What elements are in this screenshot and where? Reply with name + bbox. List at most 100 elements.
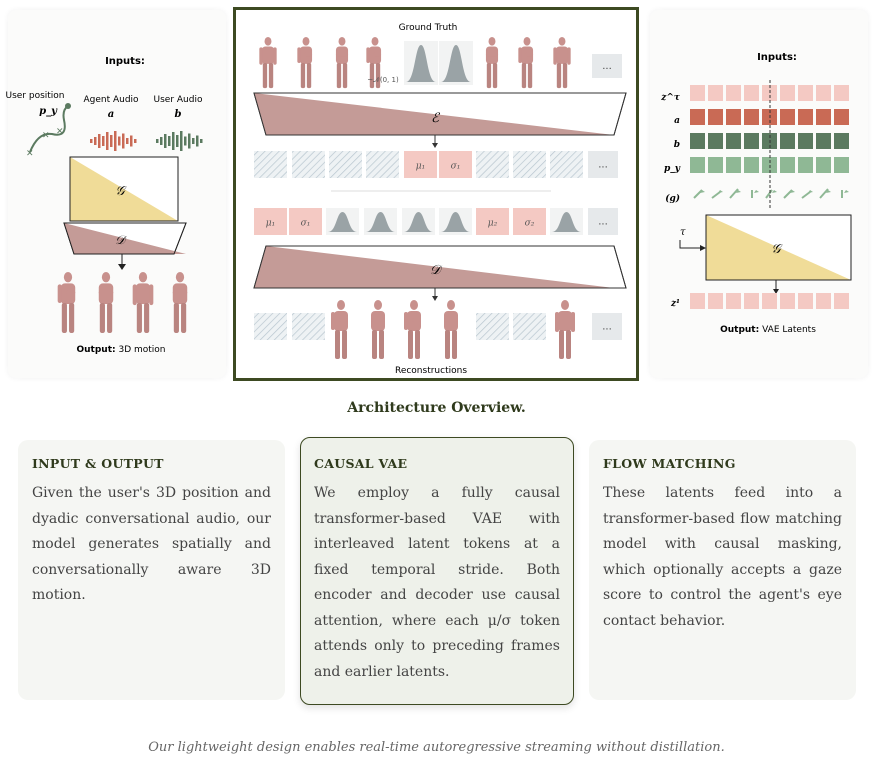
user-position-label: User position	[5, 91, 64, 101]
ellipsis-token: ...	[588, 151, 618, 178]
flow-matching-block: 𝒢	[705, 214, 852, 281]
causal-vae-card: CAUSAL VAE We employ a fully causal tran…	[300, 437, 574, 705]
ellipsis-token: ...	[588, 208, 618, 235]
svg-text:...: ...	[598, 160, 608, 171]
flow-symbol: 𝒢	[771, 242, 783, 257]
output-arrowhead	[773, 289, 779, 294]
gaussian-token	[402, 208, 435, 235]
decoder-arrowhead	[432, 296, 438, 301]
human-figure	[371, 300, 385, 359]
ground-truth-row: ...	[259, 37, 622, 89]
svg-text:✕: ✕	[42, 131, 50, 141]
card-body: Given the user's 3D position and dyadic …	[32, 485, 271, 603]
decoder-block: 𝒟	[253, 245, 627, 289]
sampled-token-row: μ₁ σ₁ μ₂ σ₂...	[254, 208, 618, 235]
bottom-caption: Our lightweight design enables real-time…	[148, 740, 725, 755]
output-token-row	[690, 293, 849, 309]
svg-text:μ₂: μ₂	[488, 219, 498, 229]
decoder-block: 𝒟	[63, 222, 187, 255]
masked-token	[476, 313, 509, 340]
row-label-a: a	[674, 116, 680, 126]
card-title: CAUSAL VAE	[314, 456, 408, 471]
human-figure	[98, 272, 114, 333]
inputs-label: Inputs:	[105, 56, 145, 67]
output-caption: Output: VAE Latents	[720, 325, 816, 335]
human-figure	[485, 37, 499, 89]
card-title: INPUT & OUTPUT	[32, 456, 164, 471]
gaussian-token	[550, 208, 583, 235]
svg-text:✕: ✕	[56, 127, 64, 137]
input-output-diagram: Inputs: User position p_y ✕ ✕ ✕ Agent Au…	[5, 56, 203, 355]
decoder-symbol: 𝒟	[115, 233, 127, 247]
gaussian-token	[404, 41, 438, 85]
human-figure	[444, 300, 458, 359]
latent-param-token: σ₁	[439, 151, 472, 178]
masked-token	[550, 151, 583, 178]
reconstruction-row: ...	[254, 300, 622, 359]
noise-label: ~𝒩(0, 1)	[367, 76, 399, 84]
human-figure	[132, 272, 154, 333]
causal-vae-diagram: Ground Truth ... ~𝒩(0, 1) ℰ μ₁ σ₁... μ₁ σ₁…	[253, 23, 627, 376]
input-token-rows	[690, 80, 849, 210]
latent-param-token: μ₁	[404, 151, 437, 178]
svg-text:μ₁: μ₁	[416, 162, 425, 172]
row-label-py: p_y	[664, 164, 681, 174]
svg-text:...: ...	[602, 322, 612, 333]
user-audio-waveform-icon	[156, 131, 203, 151]
output-motion-figures	[57, 272, 188, 333]
svg-text:μ₁: μ₁	[266, 219, 275, 229]
decoder-symbol: 𝒟	[430, 263, 443, 278]
human-figure	[404, 300, 421, 359]
tau-arrowhead	[700, 245, 706, 251]
card-title: FLOW MATCHING	[603, 456, 736, 471]
input-output-card: INPUT & OUTPUT Given the user's 3D posit…	[18, 440, 285, 700]
encoder-symbol: ℰ	[431, 111, 440, 126]
masked-token	[476, 151, 509, 178]
svg-text:✕: ✕	[26, 149, 34, 159]
latent-param-token: σ₁	[289, 208, 322, 235]
svg-text:σ₁: σ₁	[451, 162, 461, 172]
gaussian-token	[439, 41, 473, 85]
masked-token	[366, 151, 399, 178]
flow-matching-figure: Inputs: z^τ a b p_y (g) 𝒢 τ z¹ Output: V…	[650, 10, 868, 378]
latent-param-token: μ₂	[476, 208, 509, 235]
agent-audio-label: Agent Audio	[83, 95, 139, 105]
causal-vae-figure: Ground Truth ... ~𝒩(0, 1) ℰ μ₁ σ₁... μ₁ σ₁…	[233, 7, 639, 381]
latent-token-row: μ₁ σ₁...	[254, 151, 618, 178]
svg-text:σ₁: σ₁	[301, 219, 311, 229]
agent-audio-waveform-icon	[90, 131, 137, 151]
row-label-zt: z^τ	[660, 93, 681, 103]
user-audio-label: User Audio	[154, 95, 203, 105]
masked-token	[292, 151, 325, 178]
card-body: We employ a fully causal transformer-bas…	[314, 485, 560, 680]
user-audio-symbol: b	[175, 109, 182, 120]
tau-label: τ	[680, 227, 686, 238]
row-label-b: b	[674, 140, 680, 150]
reconstructions-label: Reconstructions	[395, 366, 467, 376]
human-figure	[366, 37, 382, 89]
latent-param-token: σ₂	[513, 208, 546, 235]
gaussian-token	[439, 208, 472, 235]
masked-token	[329, 151, 362, 178]
ellipsis-token: ...	[592, 54, 622, 78]
latent-param-token: μ₁	[254, 208, 287, 235]
human-figure	[57, 272, 76, 333]
ground-truth-label: Ground Truth	[399, 23, 458, 33]
flow-symbol: 𝒢	[115, 184, 127, 199]
gaussian-token	[326, 208, 359, 235]
svg-text:...: ...	[598, 217, 608, 228]
human-figure	[259, 37, 277, 89]
encoder-arrowhead	[432, 143, 438, 148]
input-output-figure: Inputs: User position p_y ✕ ✕ ✕ Agent Au…	[5, 10, 226, 378]
decoder-arrowhead	[118, 264, 126, 270]
architecture-caption: Architecture Overview.	[347, 400, 526, 416]
flow-matching-block: 𝒢	[69, 156, 179, 222]
human-figure	[518, 37, 534, 89]
svg-text:σ₂: σ₂	[525, 219, 535, 229]
flow-matching-diagram: Inputs: z^τ a b p_y (g) 𝒢 τ z¹ Output: V…	[660, 52, 852, 335]
card-body: These latents feed into a transformer-ba…	[603, 485, 842, 629]
masked-token	[292, 313, 325, 340]
tau-arrow	[679, 240, 702, 249]
user-position-trajectory-icon: ✕ ✕ ✕	[26, 103, 71, 159]
agent-audio-symbol: a	[108, 109, 114, 120]
